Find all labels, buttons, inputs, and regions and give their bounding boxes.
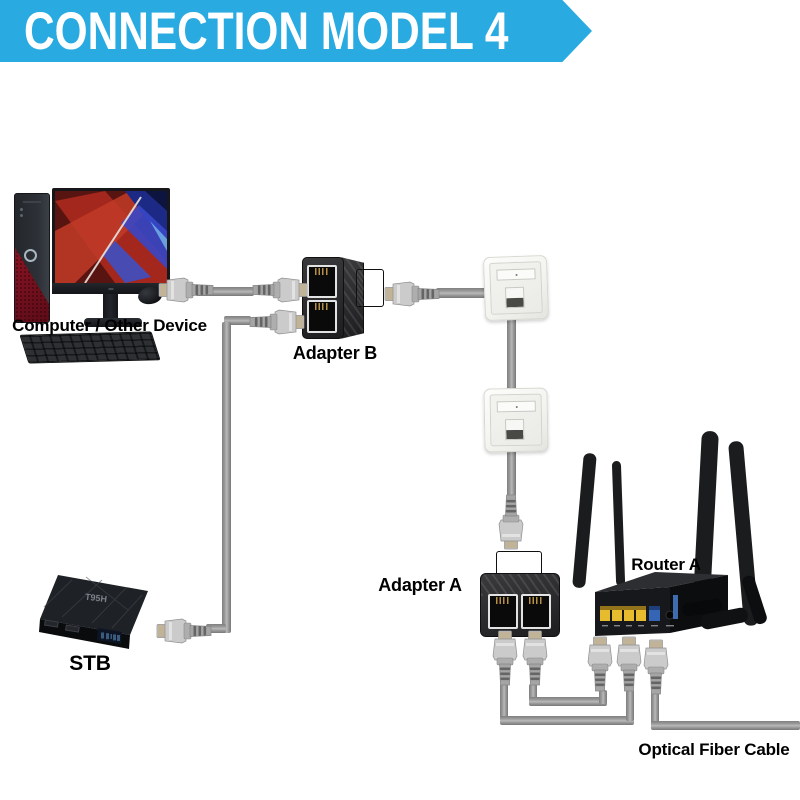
wall-plate-jack (504, 286, 525, 309)
stb-label: STB (69, 652, 111, 675)
stb-port (44, 619, 59, 628)
monitor-base (84, 318, 142, 327)
monitor (52, 188, 170, 294)
tower-logo (24, 249, 37, 262)
monitor-stand (103, 294, 118, 320)
router-wan-port (649, 606, 660, 621)
router-side-sticker (673, 595, 678, 619)
adapter-b-male-plug (356, 269, 384, 307)
stb-top-face (40, 575, 148, 635)
keyboard (19, 331, 161, 364)
router (572, 431, 767, 636)
rj45-connector (249, 309, 305, 335)
router-antenna-mount (682, 598, 722, 617)
router-top-face (595, 572, 728, 592)
router-antenna (611, 461, 626, 586)
wall-plate-jack (504, 418, 525, 441)
rj45-port (307, 300, 337, 333)
rj45-connector (522, 630, 548, 686)
monitor-screen (55, 191, 167, 283)
cable-adapter-a-to-router-segment (529, 684, 537, 704)
router-power-jack (665, 610, 675, 620)
rj45-port (521, 594, 551, 629)
adapter-a-label: Adapter A (378, 575, 462, 595)
router-antenna (692, 431, 719, 621)
optical-fiber-cable (651, 721, 800, 730)
rj45-port (307, 265, 337, 298)
cable-adapter-a-to-router-segment (500, 684, 508, 720)
wall-plate-top (482, 254, 550, 322)
stb-port (65, 624, 80, 633)
cable-computer-to-adapter-b (196, 287, 254, 296)
cable-adapter-b-to-stb (222, 322, 231, 633)
desktop-tower (14, 193, 50, 323)
stb: T95H (39, 575, 148, 649)
cable-stb-elbow (224, 316, 251, 325)
rj45-connector (587, 636, 613, 692)
title-banner: CONNECTION MODEL 4 (0, 0, 592, 62)
rj45-connector (156, 618, 212, 644)
rj45-connector (158, 277, 214, 303)
cable-adapter-a-to-router-segment (626, 690, 634, 721)
optical-fiber-label: Optical Fiber Cable (638, 740, 790, 759)
cable-wall-plate-to-adapter-a (507, 444, 516, 496)
banner-title: CONNECTION MODEL 4 (24, 1, 509, 61)
router-a-label: Router A (631, 555, 701, 574)
rj45-connector (616, 636, 642, 692)
cable-adapter-b-to-wall-plate (436, 288, 488, 298)
rj45-port (488, 594, 518, 629)
stb-logo: T95H (84, 592, 107, 605)
cable-stb-end (206, 624, 226, 633)
router-antenna-base (742, 575, 767, 625)
wall-plate-bottom (483, 387, 549, 453)
cable-adapter-a-to-router-segment (529, 697, 607, 706)
wall-plate-label-slot (496, 400, 536, 413)
rj45-connector (498, 494, 524, 550)
rj45-connector (384, 281, 440, 307)
cable-wall-plate-to-wall-plate (507, 310, 516, 396)
tower-drive-slot (23, 201, 41, 203)
optical-fiber-cable-riser (651, 691, 659, 725)
monitor-logo (108, 288, 114, 290)
router-antenna-mount (700, 607, 748, 630)
adapter-b-label: Adapter B (292, 343, 378, 363)
adapter-b-side-texture (341, 258, 363, 338)
adapter-a-texture (481, 574, 559, 596)
router-lan-ports (600, 606, 675, 627)
tower-usb-port (20, 208, 23, 211)
rj45-connector (252, 277, 308, 303)
rj45-connector (643, 639, 669, 695)
wall-plate-label-slot (496, 268, 536, 281)
cable-adapter-a-to-router-segment (599, 690, 607, 704)
rj45-connector (492, 630, 518, 686)
tower-usb-port (20, 214, 23, 217)
router-antenna (572, 453, 597, 588)
cable-adapter-a-to-router-segment (500, 716, 634, 725)
adapter-b-side (340, 257, 364, 339)
computer-label: Computer / Other Device (12, 316, 207, 335)
